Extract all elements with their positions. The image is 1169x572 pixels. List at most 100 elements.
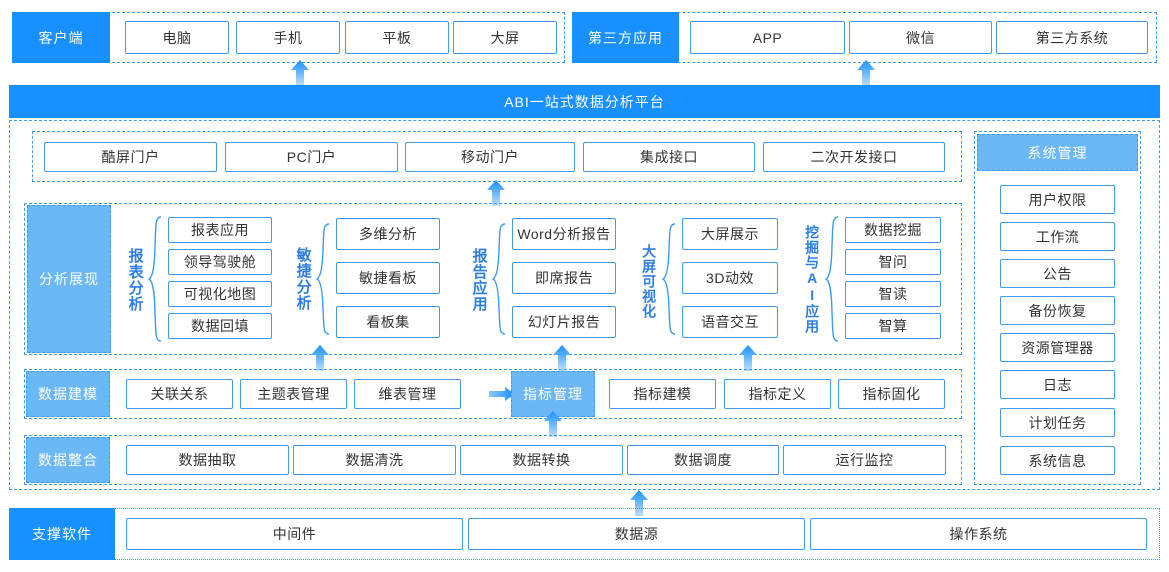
system-panel-container (974, 131, 1141, 485)
third-party-row-tag: 第三方应用 (572, 12, 679, 63)
analysis-item-zhidu-label: 智读 (878, 286, 908, 302)
analysis-item-board-set[interactable]: 看板集 (336, 306, 440, 338)
analysis-item-bigscreen-display-label: 大屏展示 (701, 226, 759, 242)
analysis-item-report-app[interactable]: 报表应用 (168, 217, 272, 243)
portal-item-mobile-label: 移动门户 (461, 149, 519, 165)
portal-item-mobile[interactable]: 移动门户 (405, 142, 575, 172)
analysis-item-data-fill[interactable]: 数据回填 (168, 313, 272, 339)
analysis-item-agile-board-label: 敏捷看板 (359, 270, 417, 286)
analysis-group-label-ai: 挖掘与AI应用 (801, 213, 823, 346)
analysis-item-zhiwen-label: 智问 (878, 254, 908, 270)
system-item-log[interactable]: 日志 (1000, 370, 1115, 399)
metric-item-definition-label: 指标定义 (748, 386, 807, 402)
third-party-item-system[interactable]: 第三方系统 (996, 21, 1148, 54)
metric-item-modeling-label: 指标建模 (633, 386, 692, 402)
third-party-item-wechat-label: 微信 (906, 29, 935, 46)
third-party-item-wechat[interactable]: 微信 (849, 21, 992, 54)
analysis-item-adhoc-report[interactable]: 即席报告 (512, 262, 616, 294)
analysis-item-voice-interaction[interactable]: 语音交互 (682, 306, 778, 338)
arrow-up-icon-analysis-left (310, 345, 330, 371)
metric-item-modeling[interactable]: 指标建模 (609, 379, 716, 409)
analysis-item-word-report[interactable]: Word分析报告 (512, 218, 616, 250)
third-party-item-app-label: APP (752, 29, 783, 46)
analysis-item-visual-map-label: 可视化地图 (183, 286, 257, 302)
metric-management-tag-label: 指标管理 (523, 386, 583, 402)
arrow-up-icon-client (290, 60, 310, 86)
system-item-resource-manager[interactable]: 资源管理器 (1000, 333, 1115, 362)
support-item-os[interactable]: 操作系统 (810, 518, 1147, 550)
analysis-item-agile-board[interactable]: 敏捷看板 (336, 262, 440, 294)
portal-item-kupin[interactable]: 酷屏门户 (44, 142, 217, 172)
portal-item-pc[interactable]: PC门户 (225, 142, 398, 172)
analysis-item-bigscreen-display[interactable]: 大屏展示 (682, 218, 778, 250)
modeling-item-subject-table[interactable]: 主题表管理 (240, 379, 347, 409)
analysis-item-multidim-label: 多维分析 (359, 226, 417, 242)
modeling-item-relationship-label: 关联关系 (150, 386, 209, 402)
system-item-system-info-label: 系统信息 (1028, 452, 1087, 469)
third-party-item-app[interactable]: APP (690, 21, 845, 54)
analysis-item-3d-effects[interactable]: 3D动效 (682, 262, 778, 294)
integration-item-extract-label: 数据抽取 (178, 452, 237, 468)
client-item-tablet[interactable]: 平板 (345, 21, 449, 54)
arrow-up-icon-third-party (856, 60, 876, 86)
system-item-resource-manager-label: 资源管理器 (1021, 339, 1094, 356)
metric-item-definition[interactable]: 指标定义 (724, 379, 831, 409)
support-item-datasource[interactable]: 数据源 (468, 518, 805, 550)
system-item-workflow[interactable]: 工作流 (1000, 222, 1115, 251)
analysis-item-exec-cockpit[interactable]: 领导驾驶舱 (168, 249, 272, 275)
integration-item-extract[interactable]: 数据抽取 (126, 445, 289, 475)
analysis-item-data-mining[interactable]: 数据挖掘 (845, 217, 941, 243)
client-item-largescreen[interactable]: 大屏 (453, 21, 557, 54)
metric-item-solidify[interactable]: 指标固化 (838, 379, 945, 409)
analysis-item-visual-map[interactable]: 可视化地图 (168, 281, 272, 307)
modeling-item-dimension-table[interactable]: 维表管理 (354, 379, 461, 409)
third-party-row-tag-label: 第三方应用 (588, 29, 663, 46)
analysis-group-label-report-app-text: 报告应用 (470, 248, 488, 312)
support-row-tag-label: 支撑软件 (32, 526, 92, 542)
arrow-up-icon-support (629, 490, 649, 516)
brace-icon-report (148, 215, 162, 343)
platform-body-container (9, 120, 1160, 490)
analysis-item-slide-report[interactable]: 幻灯片报告 (512, 306, 616, 338)
support-item-middleware[interactable]: 中间件 (126, 518, 463, 550)
portal-item-integration-api-label: 集成接口 (640, 149, 698, 165)
analysis-group-label-report: 报表分析 (124, 213, 146, 346)
analysis-item-multidim[interactable]: 多维分析 (336, 218, 440, 250)
integration-item-schedule[interactable]: 数据调度 (627, 445, 779, 475)
integration-item-transform[interactable]: 数据转换 (460, 445, 623, 475)
system-item-user-permission-label: 用户权限 (1028, 191, 1087, 208)
arrow-up-icon-analysis-mid (552, 345, 572, 371)
client-item-pc[interactable]: 电脑 (125, 21, 229, 54)
analysis-item-zhiwen[interactable]: 智问 (845, 249, 941, 275)
portal-item-integration-api[interactable]: 集成接口 (583, 142, 755, 172)
system-item-user-permission[interactable]: 用户权限 (1000, 185, 1115, 214)
analysis-item-zhidu[interactable]: 智读 (845, 281, 941, 307)
system-item-announcement[interactable]: 公告 (1000, 259, 1115, 288)
analysis-group-label-agile: 敏捷分析 (292, 225, 314, 333)
client-item-largescreen-label: 大屏 (490, 29, 520, 46)
system-item-scheduled-task[interactable]: 计划任务 (1000, 408, 1115, 437)
integration-row-tag: 数据整合 (26, 437, 110, 483)
analysis-item-board-set-label: 看板集 (366, 314, 410, 330)
system-item-backup-restore[interactable]: 备份恢复 (1000, 296, 1115, 325)
system-item-scheduled-task-label: 计划任务 (1028, 414, 1087, 431)
modeling-row-container (24, 369, 962, 419)
client-item-phone[interactable]: 手机 (236, 21, 340, 54)
analysis-item-zhisuan-label: 智算 (878, 318, 908, 334)
system-item-system-info[interactable]: 系统信息 (1000, 446, 1115, 475)
client-row-tag-label: 客户端 (38, 29, 84, 46)
brace-icon-bigscreen (662, 222, 676, 336)
integration-item-monitor[interactable]: 运行监控 (783, 445, 946, 475)
client-item-tablet-label: 平板 (382, 29, 412, 46)
platform-banner-title: ABI一站式数据分析平台 (504, 93, 665, 110)
integration-row-tag-label: 数据整合 (38, 452, 98, 468)
analysis-row-tag-label: 分析展现 (39, 271, 99, 287)
integration-item-monitor-label: 运行监控 (835, 452, 894, 468)
brace-icon-agile (316, 222, 330, 336)
portal-item-dev-api[interactable]: 二次开发接口 (763, 142, 945, 172)
integration-item-clean[interactable]: 数据清洗 (293, 445, 456, 475)
analysis-group-label-bigscreen-text: 大屏可视化 (641, 243, 658, 319)
analysis-item-zhisuan[interactable]: 智算 (845, 313, 941, 339)
modeling-item-relationship[interactable]: 关联关系 (126, 379, 233, 409)
platform-banner: ABI一站式数据分析平台 (9, 85, 1160, 118)
